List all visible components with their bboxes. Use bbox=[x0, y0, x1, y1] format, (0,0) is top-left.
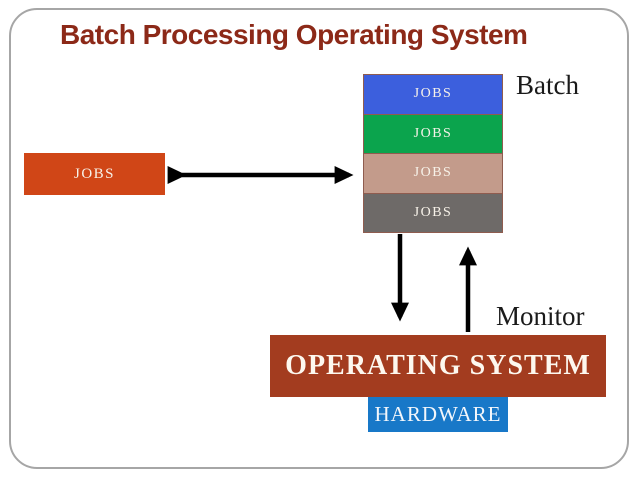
batch-job-box-2: JOBS bbox=[363, 114, 503, 154]
batch-job-label-1: JOBS bbox=[413, 86, 453, 102]
batch-stack: JOBS JOBS JOBS JOBS bbox=[363, 74, 503, 233]
slide-title: Batch Processing Operating System bbox=[60, 19, 528, 50]
monitor-label: Monitor bbox=[496, 301, 585, 331]
hardware-box: HARDWARE bbox=[368, 397, 508, 432]
batch-job-box-3: JOBS bbox=[363, 154, 503, 194]
slide-border bbox=[9, 8, 629, 469]
batch-job-box-1: JOBS bbox=[363, 74, 503, 115]
batch-job-label-4: JOBS bbox=[413, 204, 453, 220]
operating-system-box: OPERATING SYSTEM bbox=[270, 335, 606, 397]
job-queue-label: JOBS bbox=[73, 165, 116, 182]
batch-job-box-4: JOBS bbox=[363, 193, 503, 233]
batch-label: Batch bbox=[516, 70, 579, 100]
batch-job-label-2: JOBS bbox=[413, 125, 453, 141]
hardware-label: HARDWARE bbox=[374, 402, 502, 426]
operating-system-label: OPERATING SYSTEM bbox=[285, 350, 591, 381]
job-queue-box: JOBS bbox=[24, 153, 165, 195]
batch-job-label-3: JOBS bbox=[413, 165, 453, 181]
